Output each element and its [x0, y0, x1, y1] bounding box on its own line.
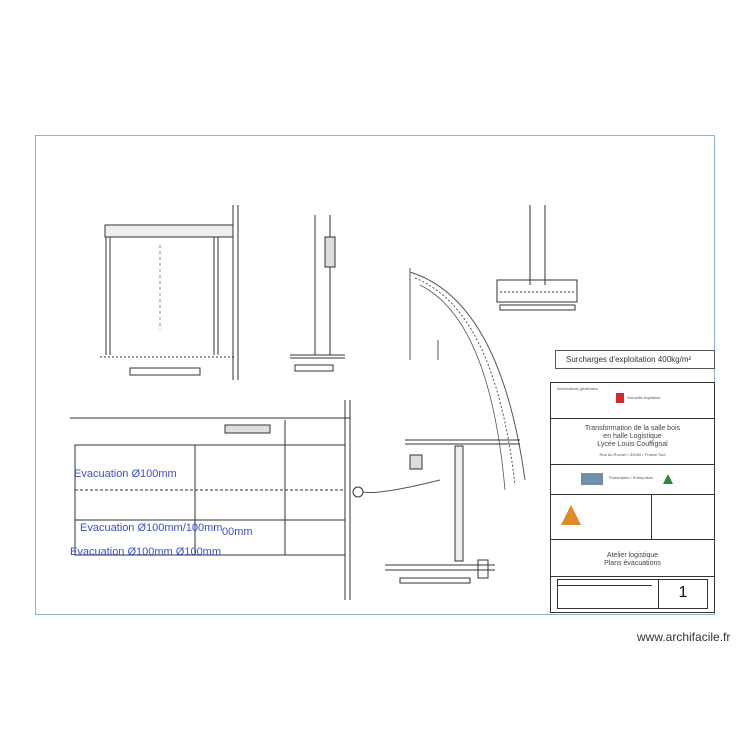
- region-name: Nouvelle-Aquitaine: [627, 395, 661, 400]
- revision-row-line: [558, 585, 652, 586]
- detail-roof-arc: [409, 268, 526, 491]
- sheet-number: 1: [678, 584, 688, 601]
- partner-triangle-icon: [663, 474, 673, 484]
- load-note: Surcharges d'exploitation 400kg/m²: [555, 350, 715, 369]
- project-line-1: Transformation de la salle bois: [584, 425, 681, 432]
- detail-column: [385, 439, 520, 584]
- revision-table: 1: [557, 579, 708, 609]
- evacuation-label-3: Evacuation Ø100mm Ø100mm: [70, 546, 222, 558]
- title-block-logos: [551, 495, 714, 540]
- project-line-3: Lycée Louis Couffignal: [597, 441, 668, 448]
- revision-divider: [658, 580, 659, 608]
- title-block: Informations générales Nouvelle-Aquitain…: [550, 382, 715, 613]
- detail-wall-section: [290, 215, 345, 372]
- title-block-project: Transformation de la salle bois en halle…: [551, 419, 714, 465]
- detail-plan: [70, 400, 441, 600]
- drawing-line-2: Plans évacuations: [604, 560, 661, 567]
- title-block-partners: Partenaires / Entreprises: [551, 465, 714, 495]
- watermark: www.archifacile.fr: [637, 630, 731, 644]
- evacuation-label-1: Evacuation Ø100mm: [74, 468, 177, 480]
- partner-logo-icon: [581, 473, 603, 485]
- drawing-line-1: Atelier logistique: [606, 552, 659, 559]
- architect-logo-icon: [561, 505, 581, 525]
- logos-divider: [651, 495, 652, 539]
- evacuation-label-2: Evacuation Ø100mm/100mm: [80, 522, 223, 534]
- evacuation-label-2-suffix: 00mm: [222, 526, 253, 538]
- detail-frame-section: [100, 205, 239, 380]
- title-block-header: Informations générales Nouvelle-Aquitain…: [551, 383, 714, 419]
- partners-text: Partenaires / Entreprises: [609, 475, 654, 480]
- region-logo-icon: [616, 393, 624, 403]
- detail-foundation: [496, 205, 578, 311]
- project-line-2: en halle Logistique: [603, 433, 662, 440]
- title-block-drawing: Atelier logistique Plans évacuations: [551, 540, 714, 577]
- title-block-header-text: Informations générales: [557, 386, 598, 391]
- project-sub: Rue du Rocher • 33000 • France Sud: [599, 452, 666, 457]
